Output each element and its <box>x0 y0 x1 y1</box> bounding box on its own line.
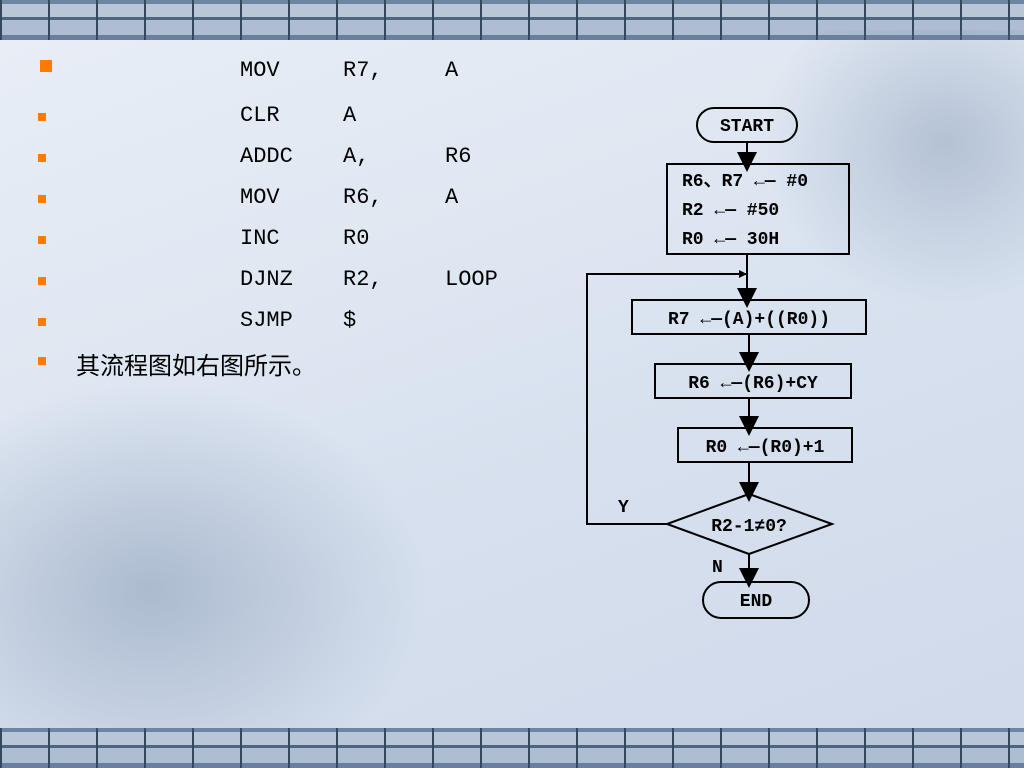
code-op: MOV <box>240 58 280 83</box>
code-arg1: R2, <box>343 267 383 292</box>
end-label: END <box>740 592 773 612</box>
step2-process-box <box>654 363 852 399</box>
end-terminator <box>702 581 810 619</box>
code-op: DJNZ <box>240 267 293 292</box>
background-great-wall-image <box>0 380 430 730</box>
init-line: R0 ←— 30H <box>682 230 779 250</box>
no-label: N <box>712 558 723 578</box>
bullet-icon <box>38 195 46 203</box>
description-text: 其流程图如右图所示。 <box>76 352 316 380</box>
code-arg1: A, <box>343 144 370 169</box>
code-arg1: A <box>343 103 357 128</box>
code-op: SJMP <box>240 308 293 333</box>
background-great-wall-image-right <box>760 30 1024 310</box>
step1-label: R7 ←—(A)+((R0)) <box>668 310 830 330</box>
code-line: MOV R7, A <box>0 58 560 88</box>
bottom-decorative-border <box>0 728 1024 768</box>
yes-label: Y <box>618 498 629 518</box>
code-arg1: R6, <box>343 185 383 210</box>
code-line: CLR A <box>0 103 560 133</box>
bullet-icon <box>38 154 46 162</box>
bullet-icon <box>38 357 46 365</box>
code-line: ADDC A, R6 <box>0 144 560 174</box>
init-line: R6、R7 ←— #0 <box>682 172 808 192</box>
code-arg2: LOOP <box>445 267 498 292</box>
step3-process-box <box>677 427 853 463</box>
code-line: DJNZ R2, LOOP <box>0 267 560 297</box>
code-arg1: $ <box>343 308 357 333</box>
init-process-box <box>666 163 850 255</box>
code-arg1: R0 <box>343 226 370 251</box>
step3-label: R0 ←—(R0)+1 <box>706 438 825 458</box>
bullet-icon <box>38 113 46 121</box>
code-line: SJMP $ <box>0 308 560 338</box>
loop-arrowhead <box>739 270 747 278</box>
code-op: ADDC <box>240 144 293 169</box>
step2-label: R6 ←—(R6)+CY <box>688 374 818 394</box>
flowchart: START R6、R7 ←— #0 R2 ←— #50 R0 ←— 30H R7… <box>586 107 867 619</box>
code-arg1: R7, <box>343 58 383 83</box>
bullet-icon <box>38 277 46 285</box>
code-op: INC <box>240 226 280 251</box>
code-arg2: A <box>445 185 459 210</box>
top-decorative-border <box>0 0 1024 40</box>
code-arg2: A <box>445 58 459 83</box>
bullet-icon <box>38 318 46 326</box>
code-op: MOV <box>240 185 280 210</box>
bullet-icon <box>38 236 46 244</box>
bullet-icon <box>40 60 52 72</box>
loop-back-line <box>586 273 747 525</box>
decision-label: R2-1≠0? <box>711 517 787 537</box>
code-line: MOV R6, A <box>0 185 560 215</box>
code-arg2: R6 <box>445 144 472 169</box>
code-op: CLR <box>240 103 280 128</box>
start-label: START <box>720 117 774 137</box>
code-line: INC R0 <box>0 226 560 256</box>
init-line: R2 ←— #50 <box>682 201 779 221</box>
